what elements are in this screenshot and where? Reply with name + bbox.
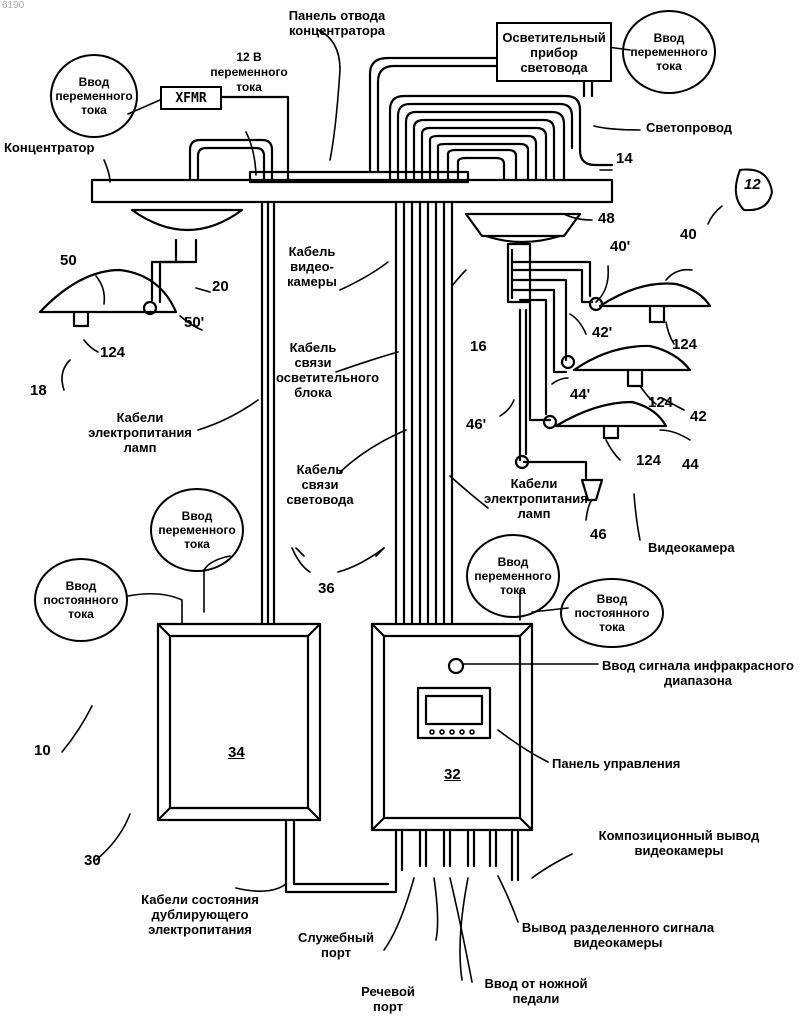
dc-in-bubble-left: Ввод постоянного тока: [34, 558, 128, 642]
left-vertical-cables: [262, 202, 274, 624]
dc-in-bubble-right: Ввод постоянного тока: [560, 578, 664, 648]
ref-16: 16: [470, 338, 487, 355]
ref-124d: 124: [636, 452, 661, 469]
video-camera-label: Видеокамера: [648, 540, 735, 555]
ref-18: 18: [30, 382, 47, 399]
left-mount: [132, 210, 242, 230]
ref-124c: 124: [648, 394, 673, 411]
light-cables-bundle: [390, 96, 612, 180]
v12-ac-label: 12 В переменного тока: [204, 50, 294, 95]
bottom-ports: [396, 830, 518, 880]
cabinet-34-label: 34: [228, 744, 245, 761]
video-cable-label: Кабель видео-камеры: [284, 244, 340, 289]
cabinet-32-label: 32: [444, 766, 461, 783]
ref-14: 14: [616, 150, 633, 167]
ref-10: 10: [34, 742, 51, 759]
lamp-40: [600, 283, 710, 306]
cabinet-32: [372, 624, 532, 830]
split-out-label: Вывод разделенного сигнала видеокамеры: [520, 920, 716, 950]
service-port-label: Служебный порт: [296, 930, 376, 960]
hub-bar: [92, 180, 612, 202]
ref-42: 42: [690, 408, 707, 425]
ac-in-bubble-mid-right: Ввод переменного тока: [466, 534, 560, 618]
hub-label: Концентратор: [4, 140, 94, 155]
right-arm-cables: [512, 250, 592, 478]
ac-in-bubble-mid-left: Ввод переменного тока: [150, 488, 244, 572]
ref-40: 40: [680, 226, 697, 243]
ref-124a: 124: [100, 344, 125, 361]
cabinet-34: [158, 624, 320, 820]
ref-40p: 40': [610, 238, 630, 255]
ir-sensor: [449, 659, 463, 673]
ref-20: 20: [212, 278, 229, 295]
ref-50: 50: [60, 252, 77, 269]
ref-124b: 124: [672, 336, 697, 353]
backup-cables-label: Кабели состояния дублирующего электропит…: [130, 892, 270, 937]
hub-arc-left: [190, 140, 272, 180]
hub-panel-label: Панель отвода концентратора: [282, 8, 392, 38]
ir-input-label: Ввод сигнала инфракрасного диапазона: [600, 658, 796, 688]
ref-46: 46: [590, 526, 607, 543]
ref-42p: 42': [592, 324, 612, 341]
ref-36: 36: [318, 580, 335, 597]
right-vertical-cables: [396, 202, 452, 624]
light-guide-cable-label: Кабель связи световода: [280, 462, 360, 507]
ac-in-bubble-top-left: Ввод переменного тока: [50, 54, 138, 138]
right-mount: [466, 214, 580, 236]
voice-port-label: Речевой порт: [350, 984, 426, 1014]
lamp-power-right-label: Кабели электропитания ламп: [484, 476, 584, 521]
lamp-power-left-label: Кабели электропитания ламп: [80, 410, 200, 455]
light-unit-cable-label: Кабель связи осветительного блока: [276, 340, 350, 400]
foot-pedal-label: Ввод от ножной педали: [476, 976, 596, 1006]
ref-48: 48: [598, 210, 615, 227]
ref-50p: 50': [184, 314, 204, 331]
composite-out-label: Композиционный вывод видеокамеры: [574, 828, 784, 858]
light-guide-label: Светопровод: [646, 120, 732, 135]
ref-30: 30: [84, 852, 101, 869]
ref-44p: 44': [570, 386, 590, 403]
ref-46p: 46': [466, 416, 486, 433]
control-panel-label: Панель управления: [552, 756, 680, 771]
light-source-box: Осветительный прибор световода: [496, 22, 612, 82]
ref-12: 12: [744, 176, 761, 193]
ac-in-bubble-top-right: Ввод переменного тока: [622, 10, 716, 94]
ref-44: 44: [682, 456, 699, 473]
